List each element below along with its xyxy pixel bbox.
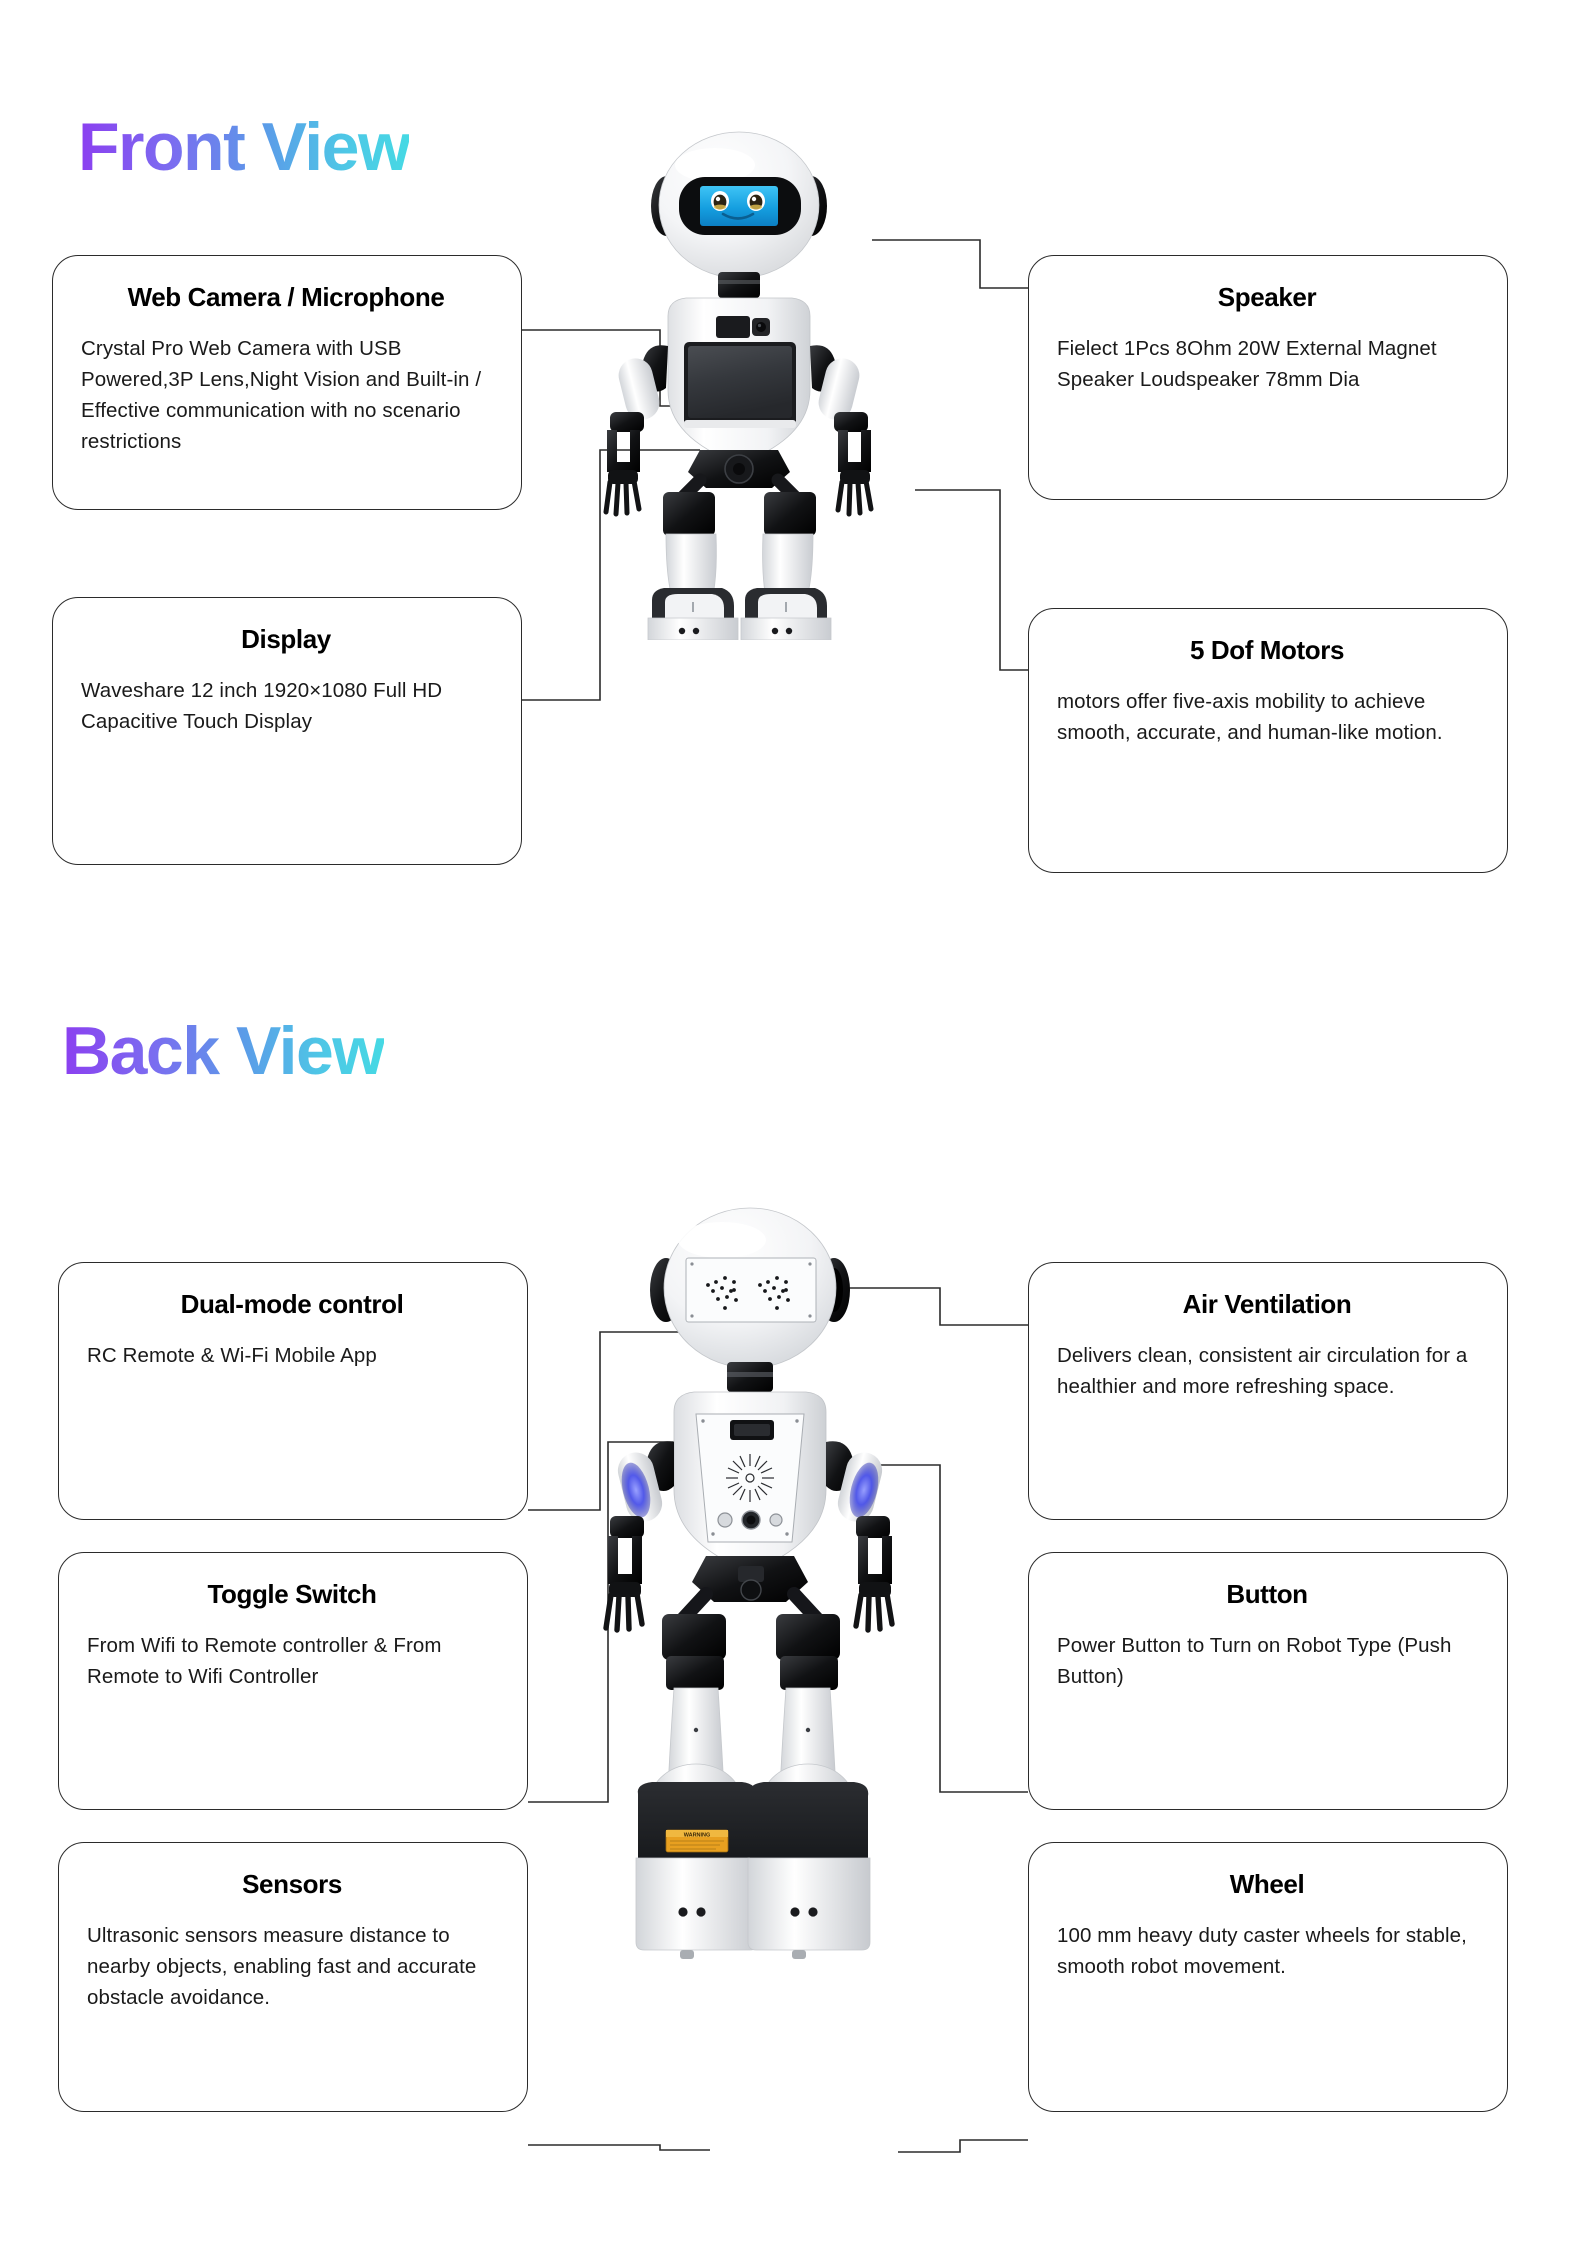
card-title: Speaker	[1217, 282, 1317, 312]
chest-tablet-display	[684, 342, 796, 428]
card-body: RC Remote & Wi-Fi Mobile App	[87, 1344, 377, 1367]
robot-right-arm-back	[826, 1441, 895, 1633]
robot-right-leg	[740, 492, 832, 640]
robot-left-leg-back: WARNING	[635, 1614, 759, 1959]
card-dual-mode-control[interactable]: Dual-mode control RC Remote & Wi-Fi Mobi…	[58, 1262, 528, 1520]
card-title: Button	[1226, 1579, 1308, 1609]
card-body: Waveshare 12 inch 1920×1080 Full HD Capa…	[81, 679, 443, 734]
card-wheel[interactable]: Wheel 100 mm heavy duty caster wheels fo…	[1028, 1842, 1508, 2112]
robot-neck	[718, 272, 760, 298]
front-view-title: Front View	[78, 109, 411, 185]
card-body: Crystal Pro Web Camera with USB Powered,…	[81, 337, 482, 454]
robot-back-view-image: WARNING	[603, 1207, 895, 1959]
card-sensors[interactable]: Sensors Ultrasonic sensors measure dista…	[58, 1842, 528, 2112]
speaker-grille-left	[706, 1276, 738, 1310]
robot-right-hand-back	[853, 1582, 895, 1633]
robot-head-back	[650, 1207, 850, 1369]
card-toggle-switch[interactable]: Toggle Switch From Wifi to Remote contro…	[58, 1552, 528, 1810]
ultrasonic-sensor-right	[790, 1907, 818, 1917]
card-air-ventilation[interactable]: Air Ventilation Delivers clean, consiste…	[1028, 1262, 1508, 1520]
card-button[interactable]: Button Power Button to Turn on Robot Typ…	[1028, 1552, 1508, 1810]
card-title: Air Ventilation	[1182, 1289, 1352, 1319]
card-title: Sensors	[242, 1869, 342, 1899]
card-title: 5 Dof Motors	[1189, 635, 1345, 665]
card-display[interactable]: Display Waveshare 12 inch 1920×1080 Full…	[52, 597, 522, 865]
speaker-grille-right	[758, 1276, 790, 1310]
robot-torso	[667, 297, 811, 465]
card-title: Toggle Switch	[207, 1579, 377, 1609]
robot-hip-back	[675, 1556, 825, 1627]
caster-wheel-left	[680, 1950, 694, 1959]
card-title: Display	[241, 624, 331, 654]
robot-left-hand-back	[603, 1582, 645, 1633]
card-body: Power Button to Turn on Robot Type (Push…	[1057, 1634, 1452, 1689]
head-ventilation-panel	[685, 1257, 817, 1323]
robot-neck-back	[727, 1362, 773, 1392]
caster-wheel-right	[792, 1950, 806, 1959]
robot-right-leg-back	[747, 1614, 871, 1959]
card-body: Fielect 1Pcs 8Ohm 20W External Magnet Sp…	[1057, 337, 1437, 392]
card-title: Dual-mode control	[180, 1289, 404, 1319]
robot-right-hand	[835, 470, 874, 517]
robot-left-arm-back	[603, 1441, 674, 1633]
card-5-dof-motors[interactable]: 5 Dof Motors motors offer five-axis mobi…	[1028, 608, 1508, 873]
back-view-title: Back View	[62, 1013, 385, 1089]
card-body: Ultrasonic sensors measure distance to n…	[87, 1924, 477, 2010]
chest-camera-module	[716, 316, 770, 338]
card-speaker[interactable]: Speaker Fielect 1Pcs 8Ohm 20W External M…	[1028, 255, 1508, 500]
robot-left-arm	[603, 345, 668, 517]
robot-torso-back	[673, 1391, 827, 1573]
ultrasonic-sensor-left	[678, 1907, 706, 1917]
robot-right-arm	[810, 345, 874, 517]
robot-eyes	[711, 191, 765, 211]
air-ventilation-fan	[726, 1454, 774, 1502]
card-body: Delivers clean, consistent air circulati…	[1057, 1344, 1468, 1399]
card-web-camera-microphone[interactable]: Web Camera / Microphone Crystal Pro Web …	[52, 255, 522, 510]
card-body: 100 mm heavy duty caster wheels for stab…	[1057, 1924, 1467, 1979]
robot-left-leg	[647, 492, 739, 640]
warning-label: WARNING	[665, 1829, 729, 1853]
card-title: Wheel	[1229, 1869, 1305, 1899]
robot-front-view-image	[603, 131, 874, 640]
card-body: motors offer five-axis mobility to achie…	[1057, 690, 1443, 745]
torso-back-panel	[695, 1413, 805, 1543]
robot-left-hand	[603, 470, 642, 517]
robot-head	[651, 131, 827, 279]
card-title: Web Camera / Microphone	[127, 282, 445, 312]
svg-text:WARNING: WARNING	[684, 1833, 711, 1839]
card-body: From Wifi to Remote controller & From Re…	[87, 1634, 442, 1689]
power-button-row	[717, 1510, 783, 1530]
